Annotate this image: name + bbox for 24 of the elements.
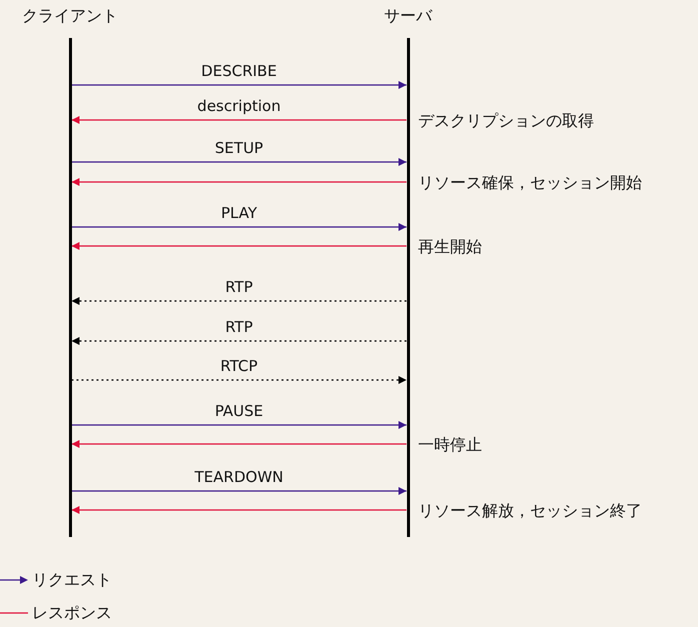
note-text: 再生開始 [418,238,482,256]
legend-text: レスポンス [32,604,112,622]
arrow [72,116,406,124]
note-text: リソース解放，セッション終了 [418,502,642,520]
arrow [72,158,406,166]
arrow [72,242,406,250]
note-text: デスクリプションの取得 [418,112,594,130]
arrow [72,223,406,231]
arrow [72,81,406,89]
arrow [72,297,406,305]
edge-label: SETUP [212,140,266,156]
edge-label: PLAY [219,205,259,221]
arrow [72,376,406,384]
arrow [72,440,406,448]
arrow [72,487,406,495]
arrow [72,421,406,429]
lifeline-header: サーバ [383,7,434,25]
note-text: リソース確保，セッション開始 [418,174,642,192]
lifeline-header: クライアント [21,7,119,25]
arrow [72,178,406,186]
arrow [72,337,406,345]
note-text: 一時停止 [418,436,482,454]
arrow [72,506,406,514]
legend-text: リクエスト [32,571,112,589]
